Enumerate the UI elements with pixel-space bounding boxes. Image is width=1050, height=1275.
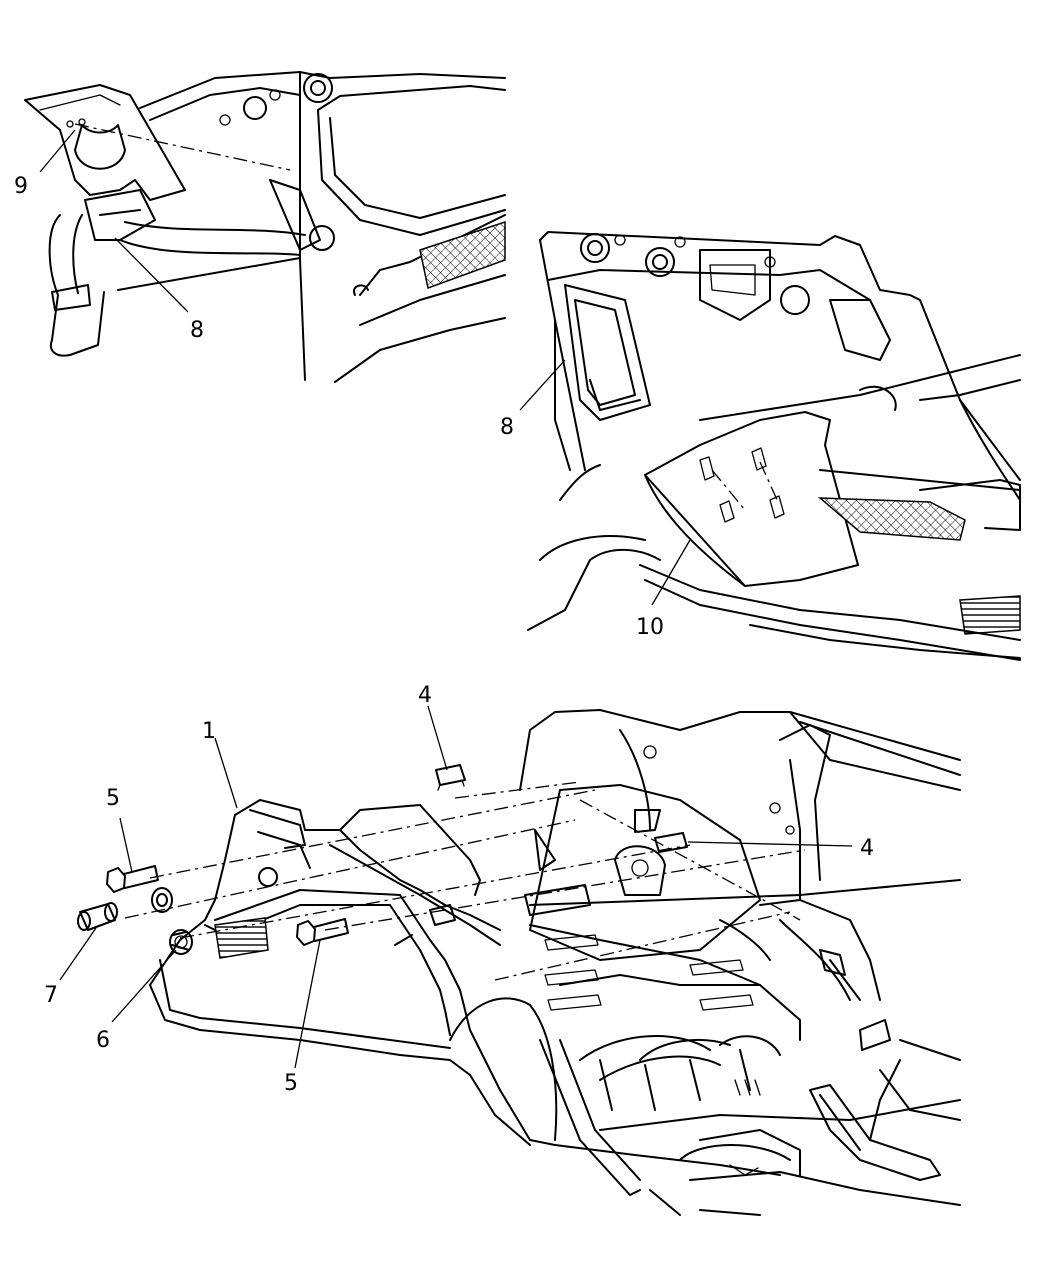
leader-5b (294, 939, 321, 1069)
leader-10 (651, 539, 691, 606)
callout-4a: 4 (418, 683, 432, 708)
leader-7 (59, 927, 97, 981)
leader-9 (39, 129, 76, 173)
callout-5a: 5 (106, 786, 120, 811)
callout-8a: 8 (190, 318, 204, 343)
callout-4b: 4 (860, 836, 874, 861)
leader-8a (114, 237, 189, 313)
view-top-right: 8 10 (500, 231, 1021, 661)
leader-4a (427, 705, 448, 771)
callout-6: 6 (96, 1028, 110, 1053)
callout-9: 9 (14, 174, 28, 199)
callout-7: 7 (44, 983, 58, 1008)
callout-10: 10 (636, 615, 664, 640)
leader-5a (119, 817, 133, 873)
leader-1 (214, 737, 238, 809)
callout-5b: 5 (284, 1071, 298, 1096)
view-top-left: 9 8 (14, 71, 506, 383)
view-bottom: 1 4 4 5 5 6 7 (44, 683, 961, 1216)
callout-8b: 8 (500, 415, 514, 440)
leader-4b (687, 841, 853, 847)
leader-8b (519, 359, 566, 411)
callout-1: 1 (202, 719, 216, 744)
leader-6 (111, 949, 177, 1023)
